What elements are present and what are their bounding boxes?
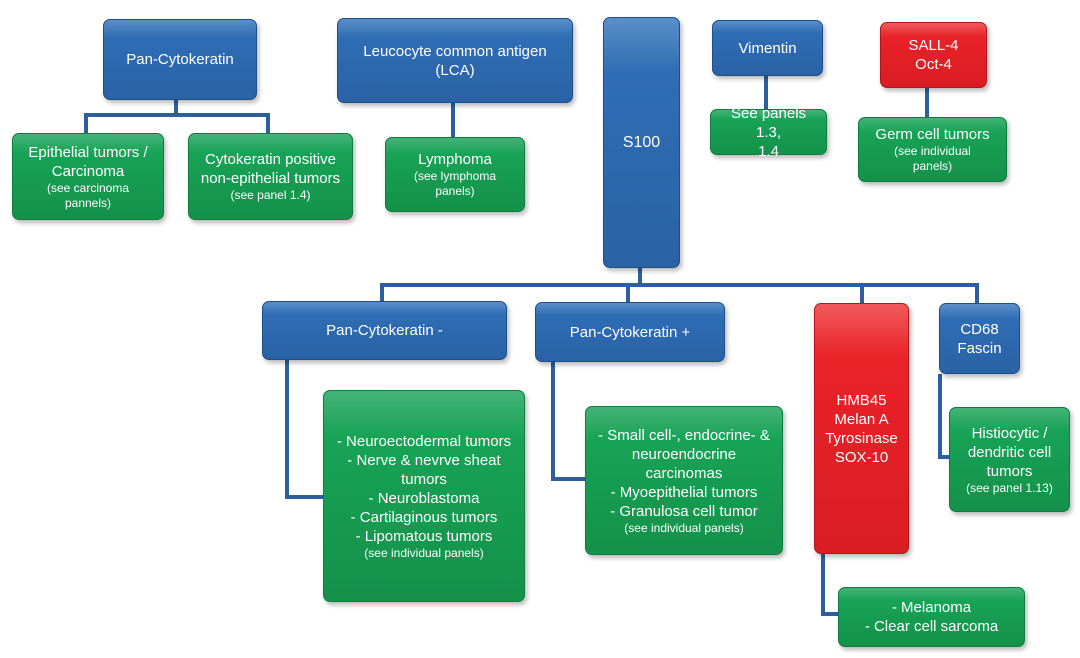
node-label: Pan-Cytokeratin bbox=[126, 51, 234, 68]
connector bbox=[975, 283, 979, 303]
node-label: See panels 1.3, bbox=[730, 104, 807, 141]
node-sublabel: panels) bbox=[912, 159, 953, 173]
node-sall4-oct4: SALL-4 Oct-4 bbox=[880, 22, 987, 88]
node-small-cell-endocrine-list: - Small cell-, endocrine- & neuroendocri… bbox=[585, 406, 783, 555]
node-label: Histiocytic / bbox=[971, 424, 1048, 442]
node-label: - Cartilaginous tumors bbox=[350, 508, 498, 526]
node-label: Melan A bbox=[834, 410, 889, 428]
node-histiocytic-dendritic: Histiocytic / dendritic cell tumors (see… bbox=[949, 407, 1070, 512]
node-label: Carcinoma bbox=[51, 162, 125, 180]
node-pan-cytokeratin-negative: Pan-Cytokeratin - bbox=[262, 301, 507, 360]
node-label: - Granulosa cell tumor bbox=[610, 502, 758, 520]
connector bbox=[285, 495, 323, 499]
node-sublabel: (see carcinoma bbox=[46, 180, 130, 195]
connector bbox=[821, 554, 825, 616]
node-label: tumors bbox=[986, 462, 1033, 480]
node-label: dendritic cell bbox=[967, 443, 1052, 461]
connector bbox=[84, 113, 88, 133]
node-lymphoma: Lymphoma (see lymphoma panels) bbox=[385, 137, 525, 212]
connector bbox=[380, 283, 979, 287]
node-pan-cytokeratin-positive: Pan-Cytokeratin + bbox=[535, 302, 725, 362]
node-label: S100 bbox=[622, 133, 661, 151]
node-label: tumors bbox=[401, 470, 447, 488]
connector bbox=[551, 477, 585, 481]
connector bbox=[638, 268, 642, 287]
node-s100: S100 bbox=[603, 17, 680, 268]
node-label: - Small cell-, endocrine- & bbox=[598, 426, 770, 444]
node-label: Vimentin bbox=[738, 39, 797, 57]
connector bbox=[925, 88, 929, 117]
node-label: CD68 bbox=[960, 320, 999, 338]
connector bbox=[938, 374, 942, 459]
node-label: - Myoepithelial tumors bbox=[610, 483, 758, 501]
connector bbox=[626, 283, 630, 302]
node-see-panels-13-14: See panels 1.3, 1.4 bbox=[710, 105, 827, 160]
node-label: non-epithelial tumors bbox=[200, 170, 341, 187]
node-label: - Neuroblastoma bbox=[368, 489, 480, 507]
connector bbox=[266, 113, 270, 133]
connector bbox=[84, 113, 270, 117]
node-cd68-fascin: CD68 Fascin bbox=[939, 303, 1020, 374]
node-sublabel: (see individual panels) bbox=[624, 520, 744, 535]
connector bbox=[821, 612, 839, 616]
node-label: Germ cell tumors bbox=[875, 126, 990, 143]
node-pan-cytokeratin: Pan-Cytokeratin bbox=[103, 19, 257, 100]
node-cytokeratin-positive-non-epithelial: Cytokeratin positive non-epithelial tumo… bbox=[188, 133, 353, 220]
connector bbox=[860, 283, 864, 303]
node-epithelial-tumors: Epithelial tumors / Carcinoma (see carci… bbox=[12, 133, 164, 220]
node-label: Epithelial tumors / bbox=[28, 143, 148, 161]
node-melanoma-clear-cell-sarcoma: - Melanoma - Clear cell sarcoma bbox=[838, 587, 1025, 647]
node-label: - Neuroectodermal tumors bbox=[336, 432, 512, 450]
node-label: Tyrosinase bbox=[825, 429, 898, 447]
connector bbox=[451, 103, 455, 137]
connector bbox=[380, 283, 384, 301]
node-label: - Lipomatous tumors bbox=[355, 527, 493, 545]
node-label: (LCA) bbox=[435, 61, 475, 79]
connector bbox=[938, 455, 950, 459]
node-label: SOX-10 bbox=[834, 448, 889, 466]
node-label: - Nerve & nevrve sheat bbox=[347, 451, 501, 469]
node-vimentin: Vimentin bbox=[712, 20, 823, 76]
node-label: HMB45 bbox=[836, 391, 887, 409]
node-sublabel: panels) bbox=[435, 184, 475, 198]
node-label: Fascin bbox=[957, 339, 1002, 357]
node-label: Lymphoma bbox=[418, 151, 492, 168]
node-sublabel: (see panel 1.13) bbox=[966, 480, 1053, 495]
node-neuroectodermal-list: - Neuroectodermal tumors - Nerve & nevrv… bbox=[323, 390, 525, 602]
node-label: Cytokeratin positive bbox=[205, 151, 336, 168]
node-label: Pan-Cytokeratin - bbox=[326, 322, 443, 339]
node-sublabel: (see individual bbox=[894, 144, 971, 158]
node-label: Leucocyte common antigen bbox=[363, 42, 547, 60]
node-leucocyte-common-antigen: Leucocyte common antigen (LCA) bbox=[337, 18, 573, 103]
node-label: Oct-4 bbox=[915, 56, 952, 73]
node-germ-cell-tumors: Germ cell tumors (see individual panels) bbox=[858, 117, 1007, 182]
node-label: - Melanoma bbox=[891, 599, 972, 616]
connector bbox=[285, 360, 289, 499]
node-sublabel: (see individual panels) bbox=[364, 545, 484, 560]
connector bbox=[764, 76, 768, 109]
node-sublabel: (see panel 1.4) bbox=[230, 188, 311, 202]
connector bbox=[174, 100, 178, 117]
connector bbox=[551, 362, 555, 481]
node-label: - Clear cell sarcoma bbox=[864, 618, 999, 635]
node-label: SALL-4 bbox=[908, 37, 959, 54]
node-sublabel: (see lymphoma bbox=[413, 169, 497, 183]
node-label: neuroendocrine carcinomas bbox=[631, 445, 737, 482]
node-sublabel: pannels) bbox=[64, 195, 112, 210]
node-label: 1.4 bbox=[758, 142, 779, 160]
node-label: Pan-Cytokeratin + bbox=[569, 323, 691, 341]
node-hmb45-melana-tyrosinase-sox10: HMB45 Melan A Tyrosinase SOX-10 bbox=[814, 303, 909, 554]
